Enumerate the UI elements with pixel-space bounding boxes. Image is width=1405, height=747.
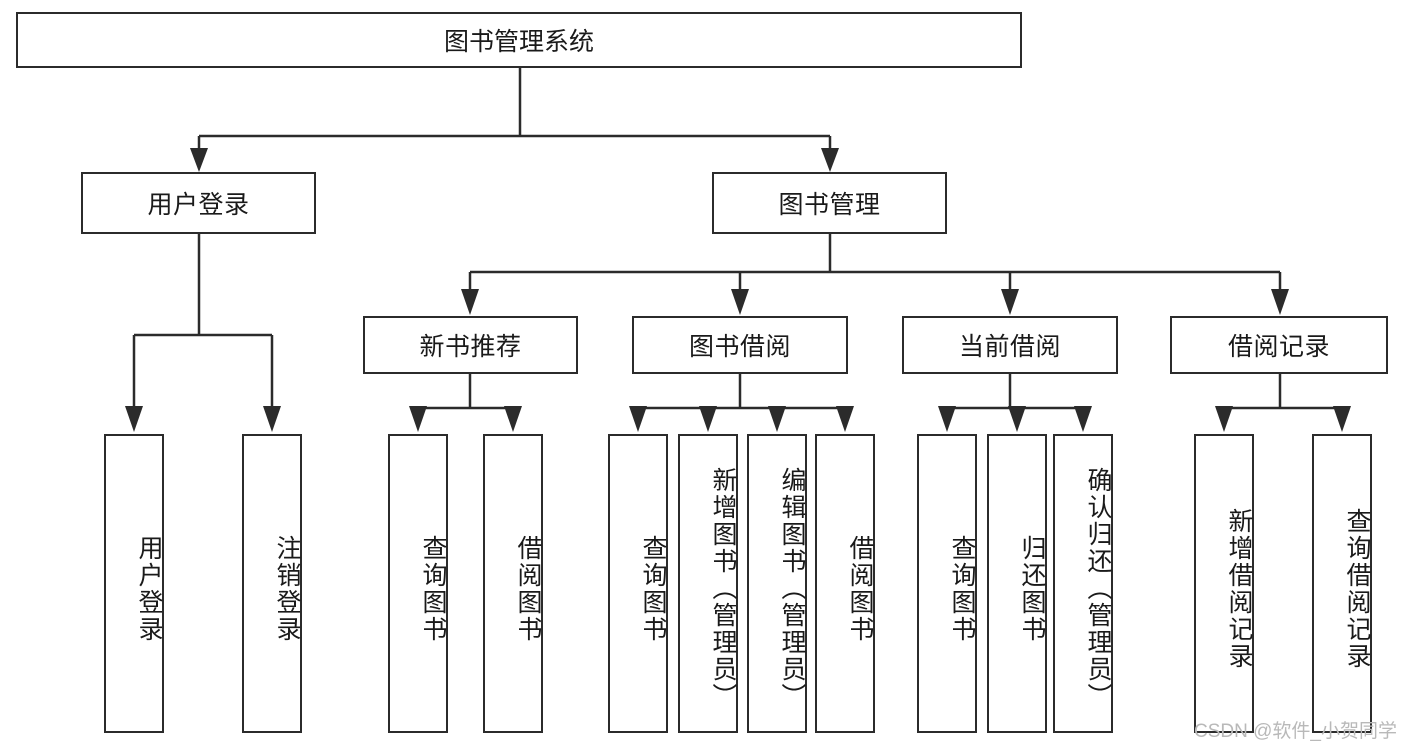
- node-new-book-recommend[interactable]: 新书推荐: [363, 316, 578, 374]
- node-book-manage-label: 图书管理: [778, 191, 881, 219]
- node-book-manage[interactable]: 图书管理: [712, 172, 947, 234]
- arrowhead-leaf-add-book: [699, 406, 717, 432]
- node-leaf-query-record-label: 查询借阅记录: [1343, 507, 1371, 670]
- node-leaf-return-book-label: 归还图书: [1018, 534, 1046, 643]
- node-leaf-edit-book-label: 编辑图书（管理员）: [778, 467, 806, 710]
- node-leaf-query-book-1-label: 查询图书: [419, 534, 447, 643]
- node-leaf-return-book[interactable]: 归还图书: [987, 434, 1047, 733]
- node-leaf-add-record-label: 新增借阅记录: [1225, 507, 1253, 670]
- node-leaf-user-login[interactable]: 用户登录: [104, 434, 164, 733]
- node-current-borrow[interactable]: 当前借阅: [902, 316, 1118, 374]
- node-borrow-record-label: 借阅记录: [1227, 333, 1330, 361]
- node-leaf-user-logout[interactable]: 注销登录: [242, 434, 302, 733]
- arrowhead-leaf-query-book-3: [938, 406, 956, 432]
- arrowhead-current-borrow: [1001, 289, 1019, 315]
- arrowhead-new-book-recommend: [461, 289, 479, 315]
- node-leaf-add-record[interactable]: 新增借阅记录: [1194, 434, 1254, 733]
- node-book-borrow[interactable]: 图书借阅: [632, 316, 848, 374]
- node-leaf-query-record[interactable]: 查询借阅记录: [1312, 434, 1372, 733]
- arrowhead-leaf-query-book-1: [409, 406, 427, 432]
- arrowhead-leaf-return-book: [1008, 406, 1026, 432]
- arrowhead-leaf-user-login: [125, 406, 143, 432]
- node-leaf-borrow-book-2-label: 借阅图书: [846, 534, 874, 643]
- node-leaf-query-book-1[interactable]: 查询图书: [388, 434, 448, 733]
- arrowhead-leaf-add-record: [1215, 406, 1233, 432]
- arrowhead-book-borrow: [731, 289, 749, 315]
- arrowhead-leaf-confirm-return: [1074, 406, 1092, 432]
- node-leaf-query-book-3-label: 查询图书: [948, 534, 976, 643]
- node-current-borrow-label: 当前借阅: [958, 333, 1061, 361]
- watermark: CSDN @软件_小贺同学: [1194, 721, 1397, 742]
- arrowhead-leaf-borrow-book-2: [836, 406, 854, 432]
- arrowhead-leaf-query-book-2: [629, 406, 647, 432]
- arrowhead-borrow-record: [1271, 289, 1289, 315]
- arrowhead-user-login: [190, 148, 208, 172]
- arrowhead-leaf-query-record: [1333, 406, 1351, 432]
- arrowhead-leaf-borrow-book-1: [504, 406, 522, 432]
- arrowhead-leaf-edit-book: [768, 406, 786, 432]
- node-user-login-label: 用户登录: [147, 191, 250, 219]
- node-leaf-user-login-label: 用户登录: [135, 534, 163, 643]
- node-leaf-confirm-return[interactable]: 确认归还（管理员）: [1053, 434, 1113, 733]
- node-leaf-add-book-label: 新增图书（管理员）: [709, 467, 737, 710]
- node-leaf-add-book[interactable]: 新增图书（管理员）: [678, 434, 738, 733]
- node-leaf-edit-book[interactable]: 编辑图书（管理员）: [747, 434, 807, 733]
- arrowhead-leaf-user-logout: [263, 406, 281, 432]
- node-leaf-borrow-book-2[interactable]: 借阅图书: [815, 434, 875, 733]
- node-new-book-recommend-label: 新书推荐: [419, 333, 522, 361]
- node-leaf-query-book-2[interactable]: 查询图书: [608, 434, 668, 733]
- node-leaf-query-book-2-label: 查询图书: [639, 534, 667, 643]
- node-leaf-confirm-return-label: 确认归还（管理员）: [1084, 467, 1112, 710]
- node-root[interactable]: 图书管理系统: [16, 12, 1022, 68]
- node-leaf-user-logout-label: 注销登录: [273, 534, 301, 643]
- node-borrow-record[interactable]: 借阅记录: [1170, 316, 1388, 374]
- node-book-borrow-label: 图书借阅: [688, 333, 791, 361]
- node-user-login[interactable]: 用户登录: [81, 172, 316, 234]
- node-root-label: 图书管理系统: [443, 28, 594, 56]
- node-leaf-borrow-book-1[interactable]: 借阅图书: [483, 434, 543, 733]
- node-leaf-borrow-book-1-label: 借阅图书: [514, 534, 542, 643]
- node-leaf-query-book-3[interactable]: 查询图书: [917, 434, 977, 733]
- arrowhead-book-manage: [821, 148, 839, 172]
